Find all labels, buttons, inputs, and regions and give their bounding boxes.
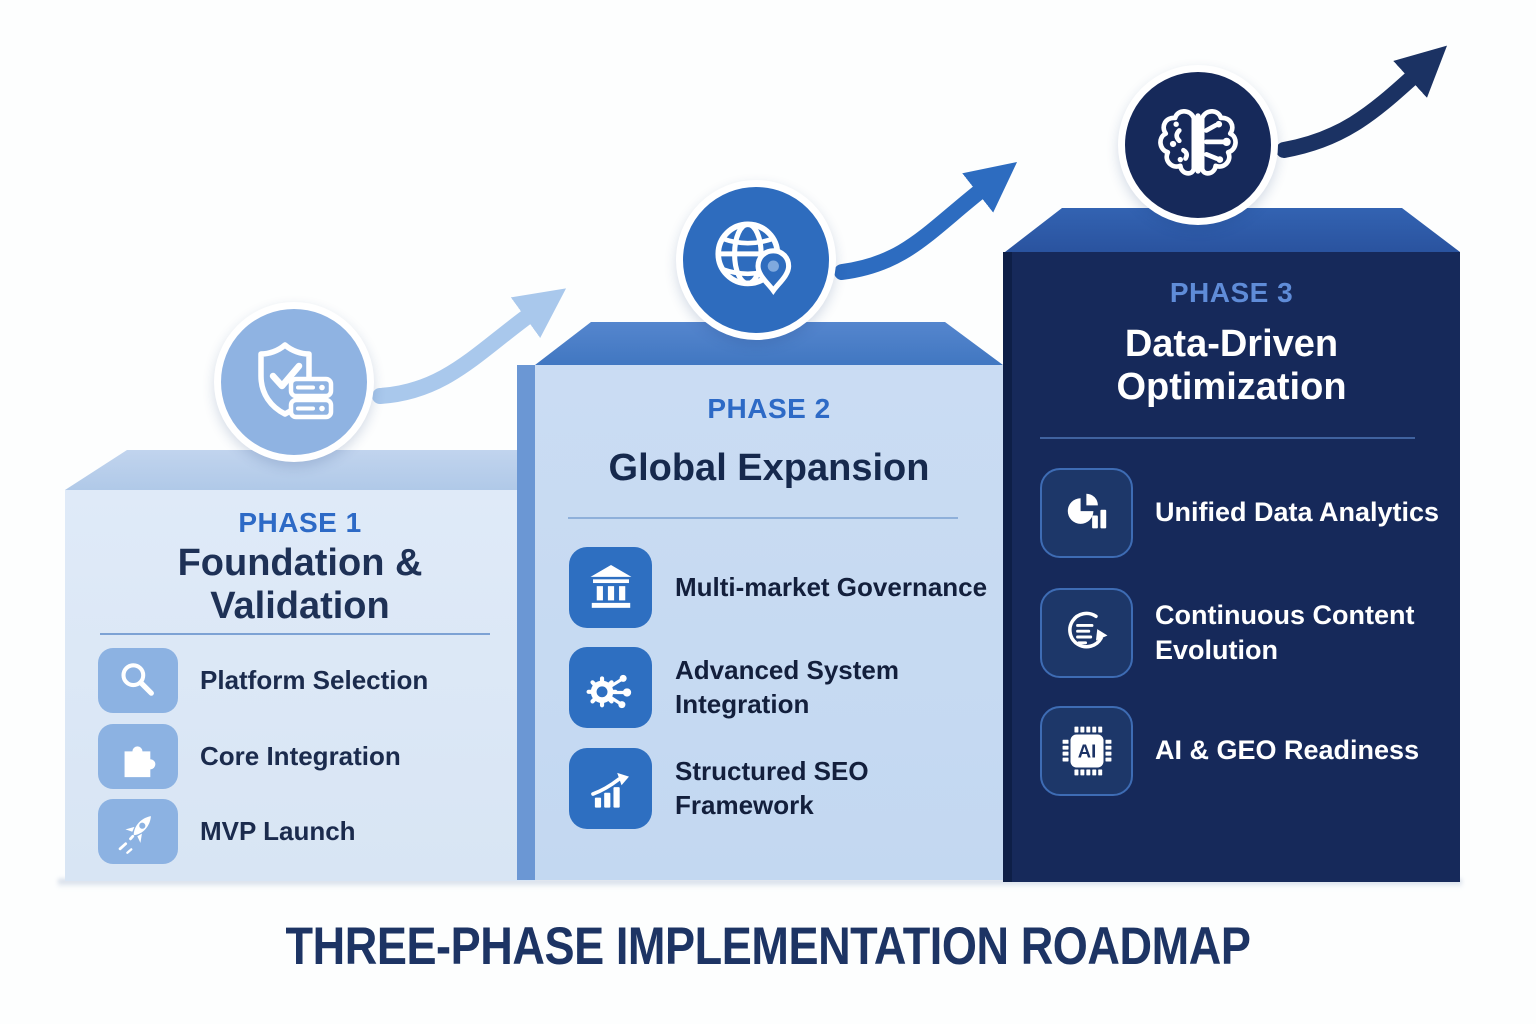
phase3-divider	[1040, 437, 1415, 439]
globe-pin-icon	[676, 180, 836, 340]
phase1-title: Foundation & Validation	[177, 542, 423, 627]
growth-arrow-phase2	[834, 162, 1018, 280]
roadmap-item: Platform Selection	[98, 648, 428, 713]
roadmap-item: Core Integration	[98, 724, 401, 789]
pie-chart-bars-icon	[1040, 468, 1133, 558]
roadmap-item: Structured SEO Framework	[569, 748, 869, 829]
ai-chip-icon: AI	[1040, 706, 1133, 796]
ground-shadow	[58, 879, 1462, 888]
growth-chart-icon	[569, 748, 652, 829]
phase1-divider	[100, 633, 490, 635]
item-text: MVP Launch	[200, 815, 356, 846]
puzzle-icon	[98, 724, 178, 789]
growth-arrow-phase3	[1276, 45, 1448, 158]
phase1-label: PHASE 1	[238, 507, 362, 538]
item-text: Structured SEO Framework	[675, 755, 869, 820]
item-text: Core Integration	[200, 740, 401, 771]
item-text: Continuous Content Evolution	[1155, 599, 1415, 665]
roadmap-item: Continuous Content Evolution	[1040, 588, 1414, 678]
bank-icon	[569, 547, 652, 628]
shield-check-server-icon	[214, 302, 374, 462]
roadmap-item: AI AI & GEO Readiness	[1040, 706, 1419, 796]
phase2-side-face	[517, 365, 535, 880]
roadmap-item: Unified Data Analytics	[1040, 468, 1439, 558]
content-refresh-icon	[1040, 588, 1133, 678]
item-text: AI & GEO Readiness	[1155, 735, 1420, 766]
brain-circuit-icon	[1118, 65, 1278, 225]
roadmap-footer-title: THREE-PHASE IMPLEMENTATION ROADMAP	[285, 917, 1251, 976]
growth-arrow-phase1	[372, 288, 567, 404]
item-text: Unified Data Analytics	[1155, 497, 1440, 528]
magnifier-icon	[98, 648, 178, 713]
gear-network-icon	[569, 647, 652, 728]
rocket-icon	[98, 799, 178, 864]
phase3-title: Data-Driven Optimization	[1116, 323, 1347, 408]
phase2-label: PHASE 2	[707, 393, 831, 424]
svg-text:AI: AI	[1077, 741, 1095, 762]
roadmap-item: Advanced System Integration	[569, 647, 899, 728]
item-text: Multi-market Governance	[675, 571, 988, 602]
item-text: Platform Selection	[200, 664, 429, 695]
phase2-divider	[568, 517, 958, 519]
roadmap-item: MVP Launch	[98, 799, 356, 864]
phase3-label: PHASE 3	[1169, 277, 1294, 308]
item-text: Advanced System Integration	[675, 654, 899, 719]
phase2-title: Global Expansion	[608, 447, 930, 489]
roadmap-item: Multi-market Governance	[569, 547, 987, 628]
